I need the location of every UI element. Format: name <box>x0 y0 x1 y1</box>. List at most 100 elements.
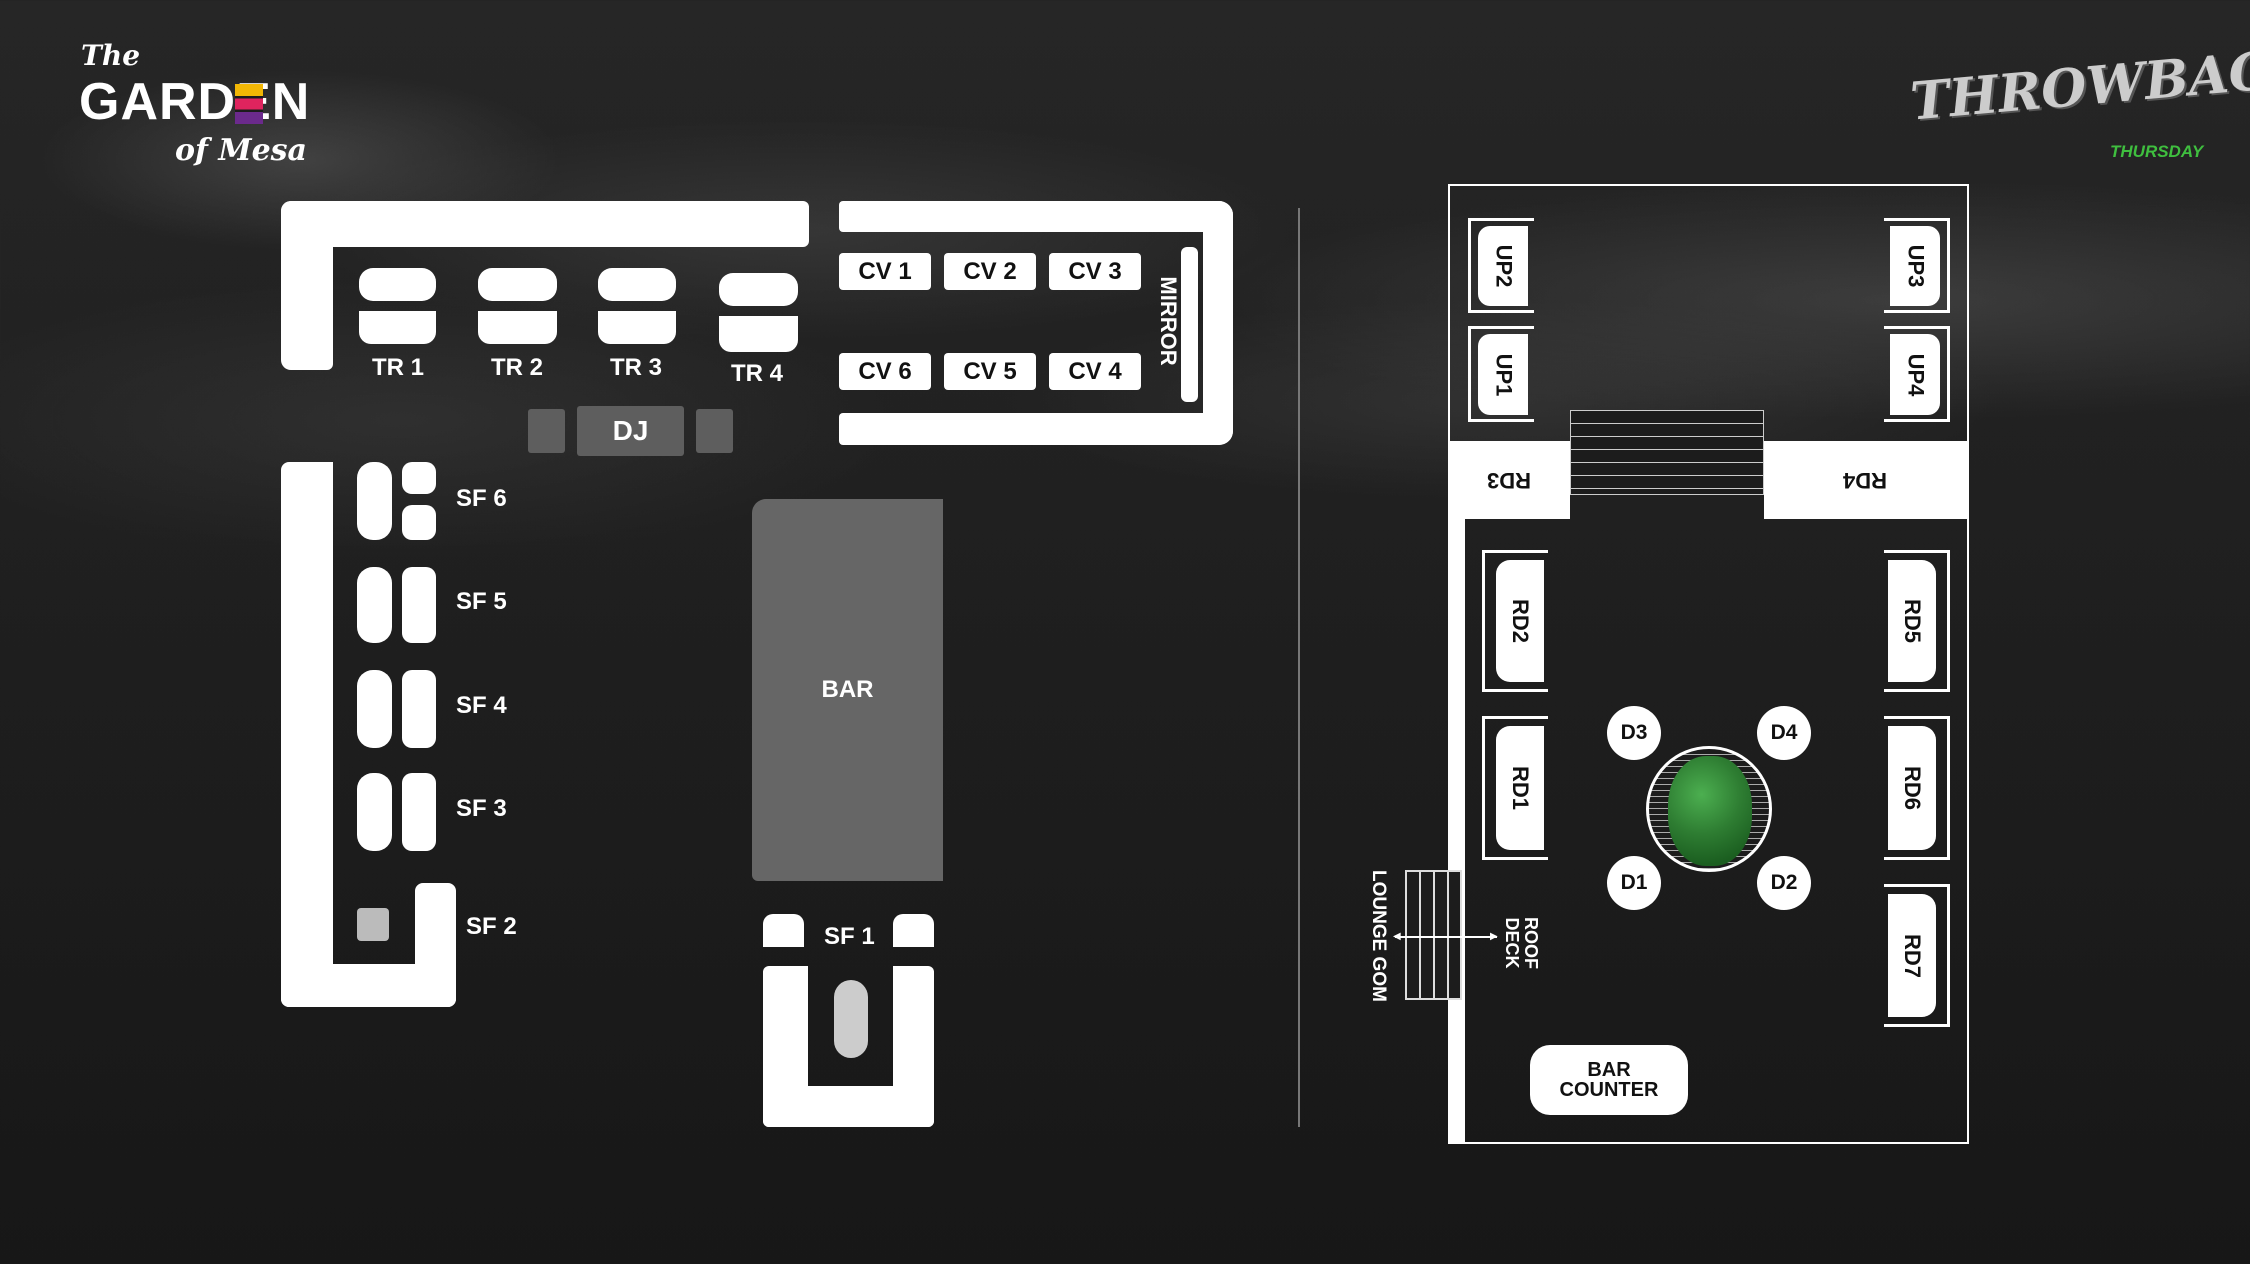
rd2-label: RD2 <box>1507 598 1533 644</box>
table-d2[interactable]: D2 <box>1757 856 1811 910</box>
sofa-sf1-arm-left <box>763 914 804 947</box>
up1-label: UP1 <box>1490 353 1516 396</box>
booth-rd5[interactable] <box>1884 550 1950 692</box>
sofa-sf5-right[interactable] <box>402 567 436 643</box>
table-cv2[interactable]: CV 2 <box>944 253 1036 290</box>
sofa-sf5-left[interactable] <box>357 567 392 643</box>
table-tr1-bottom[interactable] <box>359 311 436 344</box>
table-tr3-top[interactable] <box>598 268 676 301</box>
sofa-sf3-left[interactable] <box>357 773 392 851</box>
sofa-sf1-arm-right <box>893 914 934 947</box>
booth-rd1[interactable] <box>1482 716 1548 860</box>
table-tr2-label: TR 2 <box>491 354 544 381</box>
sofa-sf5-label: SF 5 <box>456 588 507 615</box>
table-tr1-label: TR 1 <box>372 354 425 381</box>
up3-label: UP3 <box>1902 244 1928 288</box>
table-tr4-bottom[interactable] <box>719 316 798 352</box>
table-rd1[interactable]: RD1 <box>1496 726 1544 850</box>
cv-wall-bottom <box>839 413 1233 445</box>
up2-label: UP2 <box>1490 244 1516 288</box>
table-up3[interactable]: UP3 <box>1890 226 1940 306</box>
sofa-wall-left <box>281 462 333 1007</box>
table-cv1[interactable]: CV 1 <box>839 253 931 290</box>
table-rd3[interactable]: RD3 <box>1448 441 1570 519</box>
rd7-label: RD7 <box>1899 933 1925 978</box>
table-d1[interactable]: D1 <box>1607 856 1661 910</box>
table-cv6[interactable]: CV 6 <box>839 353 931 390</box>
arrow-right-head: ▶ <box>1490 931 1498 942</box>
tree-icon <box>1668 756 1752 866</box>
table-d3[interactable]: D3 <box>1607 706 1661 760</box>
side-stairs <box>1405 870 1462 1000</box>
bar[interactable]: BAR <box>752 499 943 881</box>
bar-counter-label: BAR COUNTER <box>1559 1059 1659 1101</box>
table-tr3-bottom[interactable] <box>598 311 676 344</box>
booth-up2[interactable] <box>1468 218 1534 313</box>
table-cv3[interactable]: CV 3 <box>1049 253 1141 290</box>
throwback-thursday-logo: THROWBACK THURSDAY <box>1900 36 2250 175</box>
table-rd5[interactable]: RD5 <box>1888 560 1936 682</box>
logo-the: The <box>81 39 141 72</box>
table-rd2[interactable]: RD2 <box>1496 560 1544 682</box>
sofa-sf1-table[interactable] <box>834 980 868 1058</box>
logo-of-mesa: of Mesa <box>175 133 307 168</box>
sofa-sf6-right-top[interactable] <box>402 462 436 494</box>
table-up4[interactable]: UP4 <box>1890 334 1940 415</box>
dj-booth[interactable]: DJ <box>577 406 684 456</box>
arrow-left-head: ◀ <box>1393 931 1401 942</box>
bar-label: BAR <box>821 676 874 703</box>
booth-up4[interactable] <box>1884 326 1950 422</box>
booth-rd7[interactable] <box>1884 884 1950 1027</box>
sofa-sf4-left[interactable] <box>357 670 392 748</box>
rd-band-left <box>1448 441 1570 519</box>
rd-band-right <box>1764 441 1969 519</box>
table-up1[interactable]: UP1 <box>1478 334 1528 415</box>
rd5-label: RD5 <box>1899 598 1925 644</box>
sofa-sf6-left[interactable] <box>357 462 392 540</box>
throwback-text: THROWBACK <box>1908 36 2250 133</box>
rd3-label: RD3 <box>1486 468 1531 493</box>
booth-rd2[interactable] <box>1482 550 1548 692</box>
logo-garden: GARDEN <box>79 73 311 131</box>
up4-label: UP4 <box>1902 353 1928 396</box>
sofa-sf2-arm <box>415 883 456 1007</box>
bar-counter[interactable]: BAR COUNTER <box>1530 1045 1688 1115</box>
dj-speaker-left <box>528 409 565 453</box>
sofa-sf6-right-bottom[interactable] <box>402 505 436 540</box>
sofa-sf2-table[interactable] <box>357 908 389 941</box>
roof-stairs <box>1570 410 1764 495</box>
logo-e-stripes <box>235 84 263 124</box>
table-rd6[interactable]: RD6 <box>1888 726 1936 850</box>
roof-left-wall <box>1448 519 1465 1144</box>
table-up2[interactable]: UP2 <box>1478 226 1528 306</box>
table-tr4-top[interactable] <box>719 273 798 306</box>
booth-up1[interactable] <box>1468 326 1534 422</box>
rd6-label: RD6 <box>1899 765 1925 811</box>
table-d4[interactable]: D4 <box>1757 706 1811 760</box>
table-tr1-top[interactable] <box>359 268 436 301</box>
lounge-gom-label: LOUNGE GOM <box>1368 870 1389 1002</box>
rd1-label: RD1 <box>1507 765 1533 811</box>
top-left-wall <box>281 201 809 247</box>
sofa-sf3-right[interactable] <box>402 773 436 851</box>
sofa-sf3-label: SF 3 <box>456 795 507 822</box>
sofa-sf2-label: SF 2 <box>466 913 517 940</box>
sofa-sf1-base <box>763 1086 934 1127</box>
booth-rd6[interactable] <box>1884 716 1950 860</box>
sofa-sf4-right[interactable] <box>402 670 436 748</box>
table-cv4[interactable]: CV 4 <box>1049 353 1141 390</box>
table-cv5[interactable]: CV 5 <box>944 353 1036 390</box>
cv-wall-top <box>839 201 1233 232</box>
table-rd7[interactable]: RD7 <box>1888 894 1936 1017</box>
booth-up3[interactable] <box>1884 218 1950 313</box>
top-left-wall-side <box>281 201 333 370</box>
section-divider <box>1298 208 1300 1127</box>
table-tr3-label: TR 3 <box>610 354 663 381</box>
sofa-sf6-label: SF 6 <box>456 485 507 512</box>
table-tr4-label: TR 4 <box>731 360 784 387</box>
table-rd4[interactable]: RD4 <box>1790 441 1940 519</box>
mirror-label: MIRROR <box>1156 276 1181 366</box>
table-tr2-bottom[interactable] <box>478 311 557 344</box>
table-tr2-top[interactable] <box>478 268 557 301</box>
roof-deck-label: ROOF DECK <box>1502 917 1541 969</box>
